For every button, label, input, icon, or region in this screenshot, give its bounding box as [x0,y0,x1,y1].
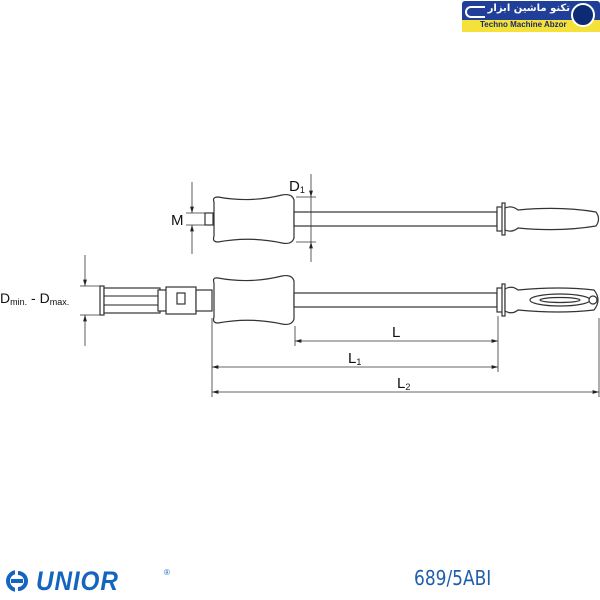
dimension-D1: D1 [289,174,316,262]
svg-text:D1: D1 [289,178,305,195]
svg-text:L: L [392,324,400,341]
dimension-M: M [171,182,205,254]
unior-mark-icon [6,570,28,592]
svg-text:Dmin. - Dmax.: Dmin. - Dmax. [0,290,69,307]
wrench-icon [465,6,485,18]
techno-machine-abzor-logo: تکنو ماشین ابزار Techno Machine Abzor [462,1,600,32]
dimension-lengths: L L1 L2 [211,316,600,397]
gear-icon [571,3,595,27]
slide-hammer-top [204,193,600,245]
svg-text:L2: L2 [397,375,410,392]
slide-hammer-bottom [99,274,599,326]
part-number: 689/5ABI [414,566,492,590]
svg-text:M: M [171,212,184,229]
svg-text:L1: L1 [348,350,361,367]
unior-logo: UNIOR ® [6,566,170,596]
dimension-Dmin-Dmax: Dmin. - Dmax. [0,255,104,346]
